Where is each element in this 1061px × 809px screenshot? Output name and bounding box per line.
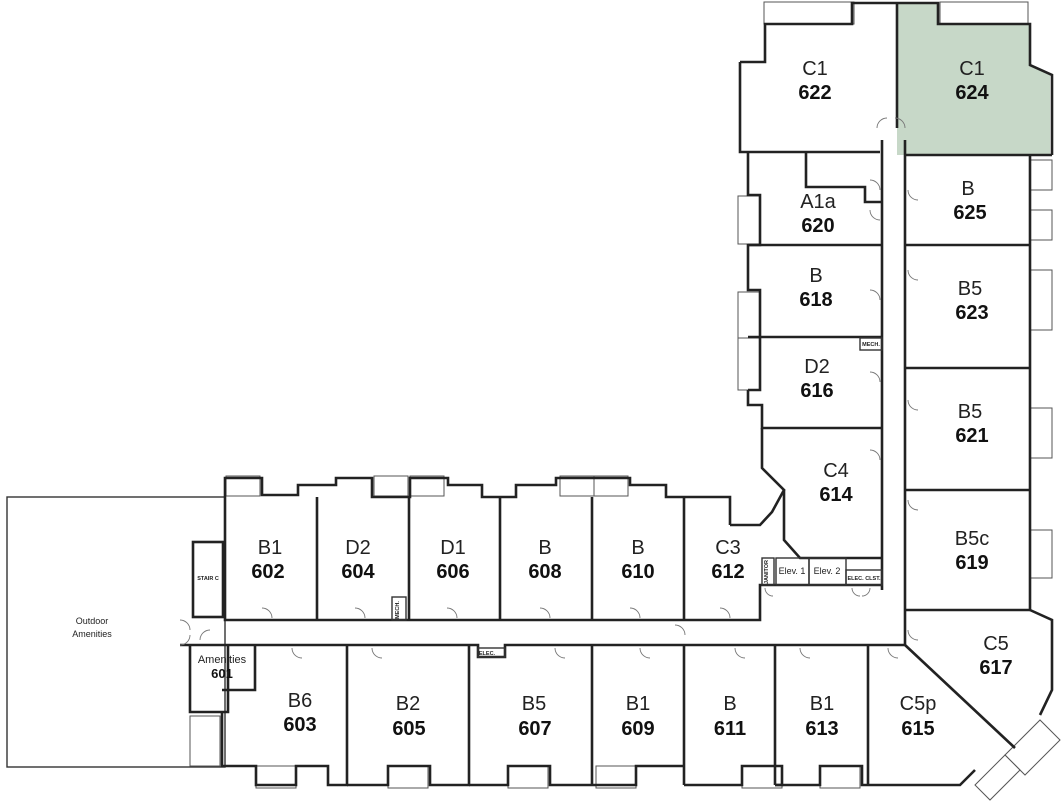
unit-area-611[interactable] <box>684 645 775 785</box>
unit-type-622: C1 <box>802 58 828 80</box>
unit-type-623: B5 <box>958 278 982 300</box>
unit-type-605: B2 <box>396 693 420 715</box>
outdoor-amenities-label-line1: Outdoor <box>76 616 109 626</box>
unit-type-604: D2 <box>345 537 371 559</box>
unit-type-625: B <box>961 178 974 200</box>
unit-number-618: 618 <box>799 289 832 311</box>
elevator-2-label: Elev. 2 <box>814 566 841 576</box>
unit-number-603: 603 <box>283 714 316 736</box>
unit-type-602: B1 <box>258 537 282 559</box>
unit-type-612: C3 <box>715 537 741 559</box>
unit-area-609[interactable] <box>592 645 684 785</box>
unit-area-605[interactable] <box>347 645 469 785</box>
unit-number-622: 622 <box>798 82 831 104</box>
unit-number-608: 608 <box>528 561 561 583</box>
amenities-number: 601 <box>211 666 233 681</box>
outdoor-amenities-area <box>6 496 226 768</box>
unit-number-623: 623 <box>955 302 988 324</box>
unit-type-624: C1 <box>959 58 985 80</box>
unit-number-617: 617 <box>979 657 1012 679</box>
unit-number-613: 613 <box>805 718 838 740</box>
unit-type-617: C5 <box>983 633 1009 655</box>
unit-area-625[interactable] <box>905 155 1030 245</box>
unit-number-621: 621 <box>955 425 988 447</box>
stair-c-label: STAIR C <box>197 576 219 582</box>
unit-number-609: 609 <box>621 718 654 740</box>
unit-number-616: 616 <box>800 380 833 402</box>
unit-type-606: D1 <box>440 537 466 559</box>
unit-number-615: 615 <box>901 718 934 740</box>
elec-closet-label: ELEC. CLST. <box>847 576 880 582</box>
unit-area-619[interactable] <box>905 490 1030 610</box>
janitor-label: JANITOR <box>764 560 770 584</box>
unit-number-619: 619 <box>955 552 988 574</box>
unit-areas <box>222 3 1052 785</box>
unit-type-621: B5 <box>958 401 982 423</box>
unit-type-610: B <box>631 537 644 559</box>
unit-type-620: A1a <box>800 191 836 213</box>
unit-number-624: 624 <box>955 82 989 104</box>
mech-lower-label: MECH. <box>395 601 401 619</box>
outdoor-amenities-label-line2: Amenities <box>72 629 112 639</box>
unit-area-613[interactable] <box>775 645 868 785</box>
unit-type-607: B5 <box>522 693 546 715</box>
unit-type-615: C5p <box>900 693 937 715</box>
unit-number-625: 625 <box>953 202 986 224</box>
unit-number-606: 606 <box>436 561 469 583</box>
unit-number-614: 614 <box>819 484 853 506</box>
amenities-label: Amenities <box>198 654 247 666</box>
mech-upper-label: MECH. <box>862 342 880 348</box>
elec-label: ELEC. <box>479 651 496 657</box>
unit-624-highlight <box>897 3 1050 155</box>
unit-number-605: 605 <box>392 718 425 740</box>
doors <box>179 117 919 659</box>
unit-type-616: D2 <box>804 356 830 378</box>
elevator-1-label: Elev. 1 <box>779 566 806 576</box>
unit-number-604: 604 <box>341 561 375 583</box>
unit-type-603: B6 <box>288 690 312 712</box>
unit-type-614: C4 <box>823 460 849 482</box>
unit-type-608: B <box>538 537 551 559</box>
unit-type-619: B5c <box>955 528 989 550</box>
unit-type-618: B <box>809 265 822 287</box>
walls <box>180 1 1054 787</box>
unit-type-609: B1 <box>626 693 650 715</box>
unit-number-607: 607 <box>518 718 551 740</box>
unit-number-611: 611 <box>714 718 746 740</box>
unit-number-602: 602 <box>251 561 284 583</box>
unit-type-611: B <box>723 693 736 715</box>
unit-labels: C1 622 C1 624 A1a 620 B 625 B 618 B5 623… <box>72 58 1012 740</box>
unit-type-613: B1 <box>810 693 834 715</box>
unit-number-612: 612 <box>711 561 744 583</box>
unit-number-610: 610 <box>621 561 654 583</box>
unit-number-620: 620 <box>801 215 834 237</box>
